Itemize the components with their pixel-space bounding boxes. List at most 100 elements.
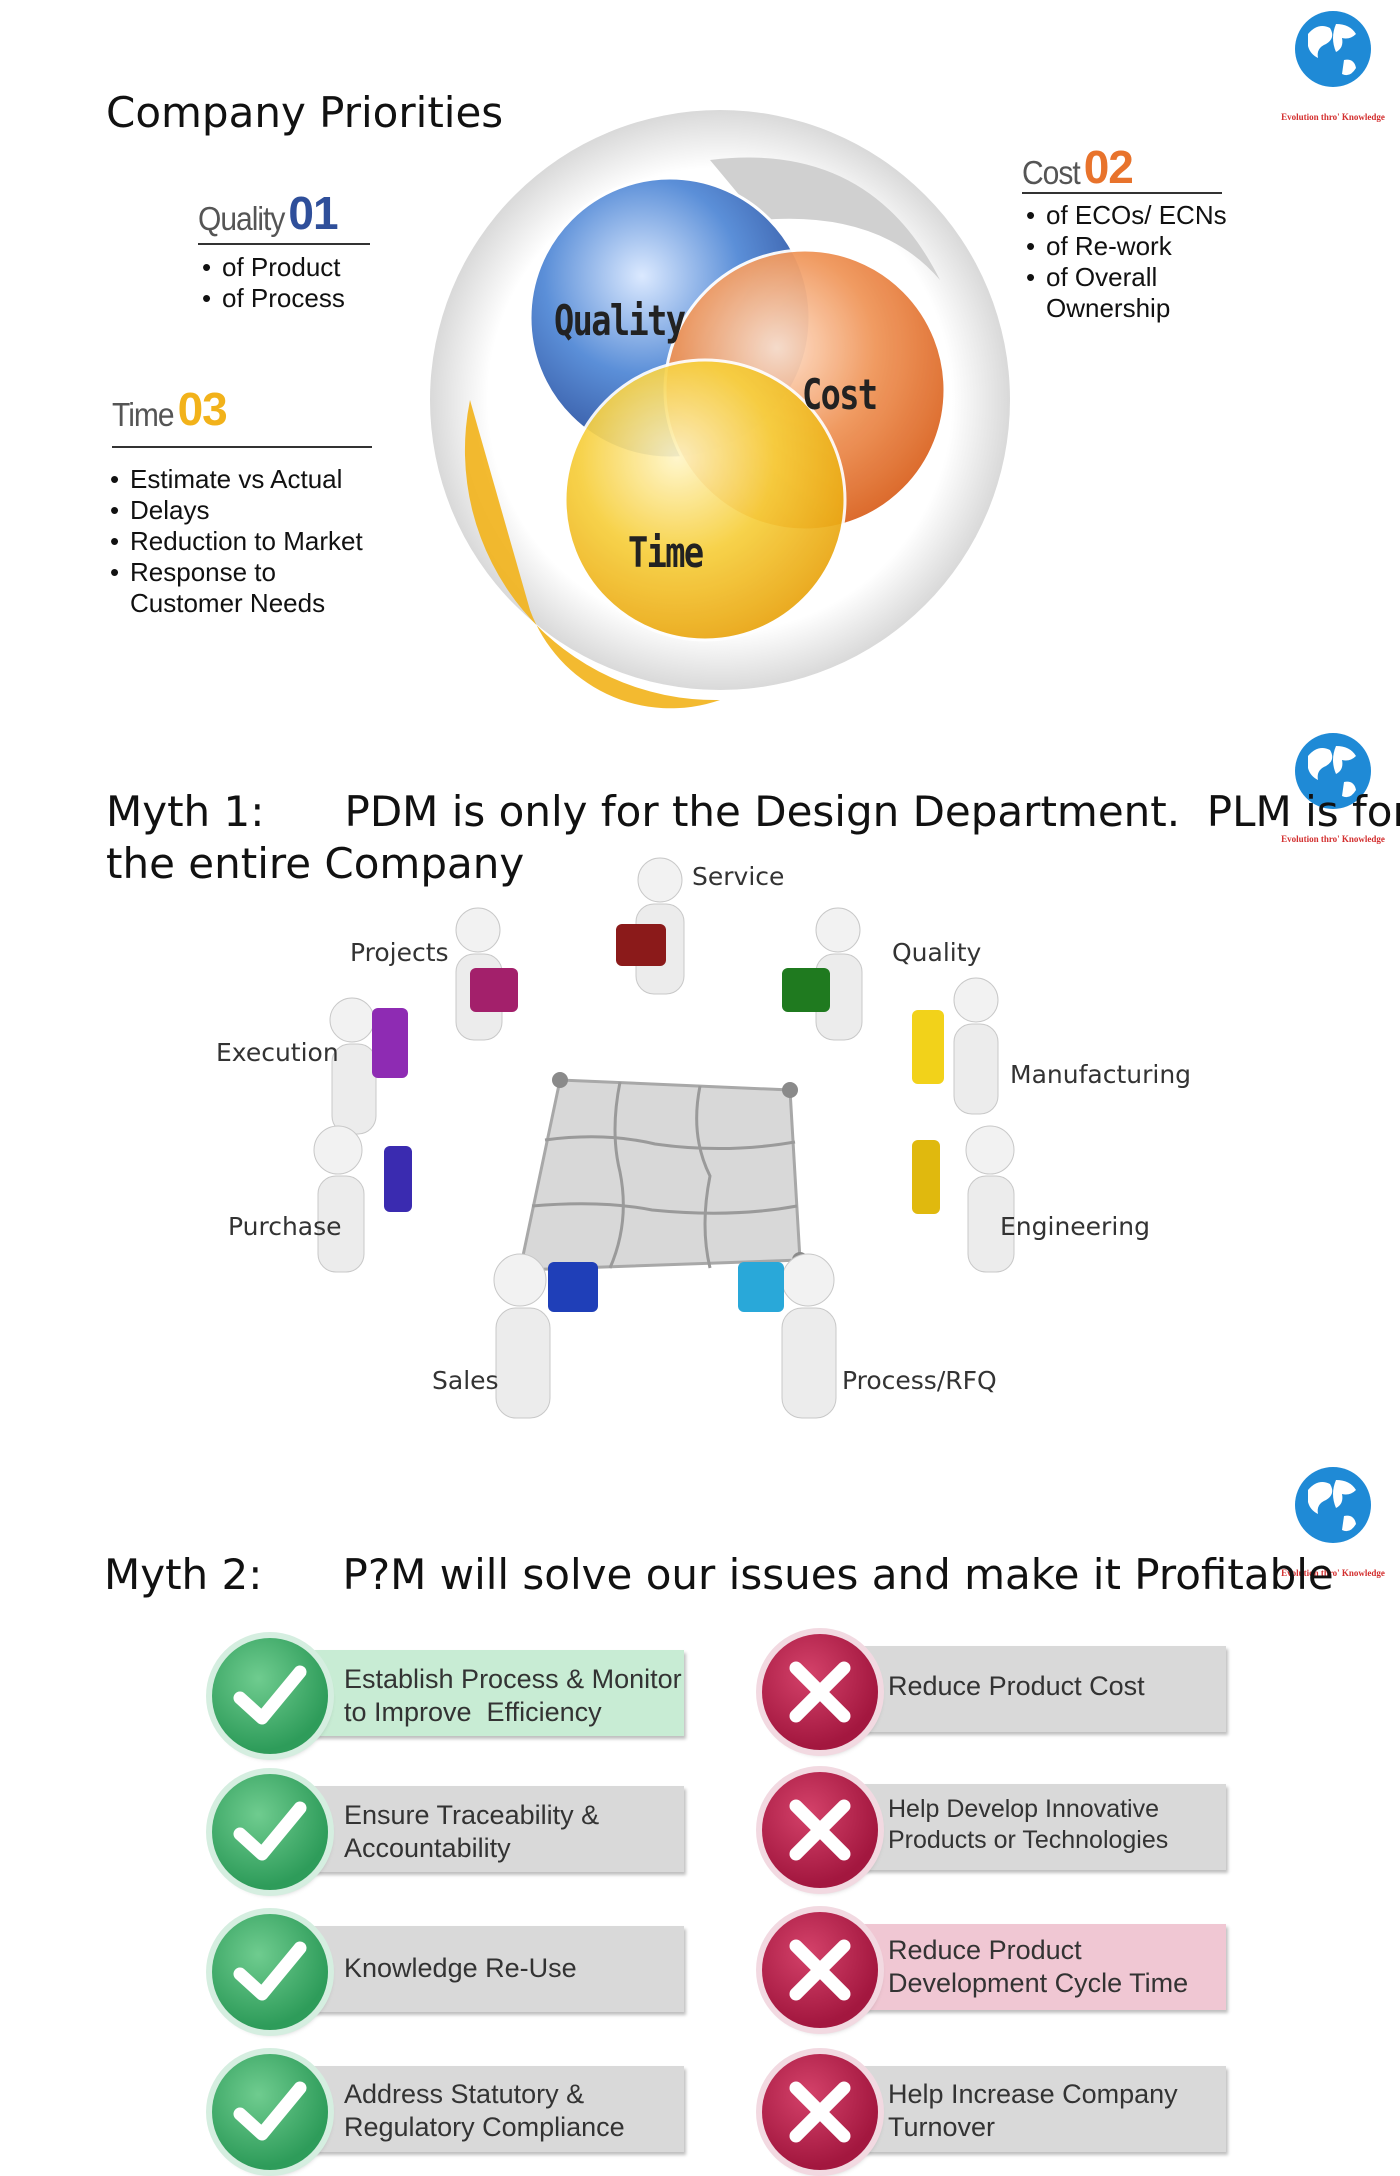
no-row-box bbox=[826, 1924, 1226, 2010]
no-item-2-line2: Products or Technologies bbox=[888, 1826, 1169, 1854]
yes-row-box bbox=[280, 1650, 684, 1736]
cross-icon bbox=[789, 1661, 851, 1723]
myth-2-title: Myth 2: P?M will solve our issues and ma… bbox=[104, 1550, 1334, 1599]
label-sales: Sales bbox=[432, 1366, 499, 1395]
checkmark-icon bbox=[233, 1941, 307, 2001]
figure-engineering bbox=[912, 1125, 1015, 1273]
checkmark-icon bbox=[233, 1801, 307, 1861]
quality-heading-word: Quality bbox=[198, 201, 285, 238]
venn-grey-swoosh bbox=[710, 157, 940, 280]
quality-list: of Product of Process bbox=[200, 252, 345, 314]
cross-circle bbox=[762, 1912, 878, 2028]
cost-heading-number: 02 bbox=[1083, 141, 1134, 193]
figure-execution bbox=[329, 997, 408, 1135]
logo-tagline: Evolution thro' Knowledge bbox=[1281, 834, 1385, 844]
yes-item-3-line1: Knowledge Re-Use bbox=[344, 1953, 577, 1983]
cost-heading-word: Cost bbox=[1022, 155, 1081, 192]
myth-1-title-line1: Myth 1: PDM is only for the Design Depar… bbox=[106, 787, 1400, 836]
figure-sales bbox=[493, 1253, 598, 1419]
yes-item-1-line1: Establish Process & Monitor bbox=[344, 1664, 682, 1694]
venn-time-label: Time bbox=[628, 528, 704, 577]
company-logo: Evolution thro' Knowledge bbox=[1278, 726, 1388, 846]
yes-row-box bbox=[280, 2066, 684, 2152]
yes-row-box bbox=[280, 1926, 684, 2012]
check-circle bbox=[212, 1774, 328, 1890]
cross-circle bbox=[762, 1634, 878, 1750]
label-purchase: Purchase bbox=[228, 1212, 342, 1241]
time-heading-number: 03 bbox=[177, 383, 228, 435]
venn-cost-label: Cost bbox=[802, 370, 878, 419]
puzzle-piece-execution bbox=[372, 1008, 408, 1078]
yes-item-2-line1: Ensure Traceability & bbox=[344, 1800, 600, 1830]
time-heading-word: Time bbox=[112, 397, 175, 434]
no-item-4-line1: Help Increase Company bbox=[888, 2079, 1178, 2109]
slide-myth-2: Evolution thro' Knowledge Myth 2: P?M wi… bbox=[0, 1460, 1400, 2176]
label-process-rfq: Process/RFQ bbox=[842, 1366, 997, 1395]
list-item: Delays bbox=[108, 495, 370, 526]
globe-icon bbox=[1295, 1467, 1371, 1543]
cost-list: of ECOs/ ECNs of Re-work of Overall Owne… bbox=[1024, 200, 1227, 324]
company-logo: Evolution thro' Knowledge bbox=[1278, 4, 1388, 124]
no-row-box bbox=[826, 2066, 1226, 2152]
quality-heading-number: 01 bbox=[288, 187, 338, 239]
venn-quality-label: Quality bbox=[554, 296, 686, 345]
list-item: Response to Customer Needs bbox=[108, 557, 370, 619]
puzzle-piece-projects bbox=[470, 968, 518, 1012]
label-execution: Execution bbox=[216, 1038, 339, 1067]
myth-1-title: Myth 1: PDM is only for the Design Depar… bbox=[106, 786, 1400, 890]
no-row-box bbox=[826, 1646, 1226, 1732]
check-circle bbox=[212, 1914, 328, 2030]
no-item-2-line1: Help Develop Innovative bbox=[888, 1795, 1159, 1823]
slide-myth-1: Evolution thro' Knowledge Myth 1: PDM is… bbox=[0, 720, 1400, 1460]
no-item-1-line1: Reduce Product Cost bbox=[888, 1671, 1145, 1701]
yes-item-4-line2: Regulatory Compliance bbox=[344, 2112, 625, 2142]
cross-icon bbox=[789, 1939, 851, 2001]
puzzle-piece-service bbox=[616, 924, 666, 966]
priorities-venn-diagram bbox=[430, 110, 1010, 709]
no-row-box bbox=[826, 1784, 1226, 1870]
puzzle-piece-purchase bbox=[384, 1146, 412, 1212]
cross-circle bbox=[762, 2054, 878, 2170]
cross-icon bbox=[789, 2081, 851, 2143]
slide-company-priorities: Evolution thro' Knowledge Company Priori… bbox=[0, 0, 1400, 720]
figure-purchase bbox=[313, 1125, 412, 1273]
checkmark-icon bbox=[233, 2081, 307, 2141]
quality-heading: Quality01 bbox=[198, 186, 339, 240]
no-item-3-line2: Development Cycle Time bbox=[888, 1968, 1189, 1998]
globe-icon bbox=[1295, 11, 1371, 87]
time-list: Estimate vs Actual Delays Reduction to M… bbox=[108, 464, 370, 619]
divider bbox=[112, 446, 372, 448]
venn-time-circle bbox=[563, 358, 847, 642]
logo-tagline: Evolution thro' Knowledge bbox=[1281, 1568, 1385, 1578]
cost-heading: Cost02 bbox=[1022, 140, 1134, 194]
yes-item-1-line2: to Improve Efficiency bbox=[344, 1697, 602, 1727]
list-item: of Overall Ownership bbox=[1024, 262, 1196, 324]
divider bbox=[1022, 192, 1222, 194]
yes-item-3: Knowledge Re-Use bbox=[344, 1952, 577, 1985]
puzzle-piece-sales bbox=[548, 1262, 598, 1312]
yes-row-box bbox=[280, 1786, 684, 1872]
divider bbox=[198, 243, 370, 245]
yes-item-4-line1: Address Statutory & bbox=[344, 2079, 585, 2109]
company-logo: Evolution thro' Knowledge bbox=[1278, 1460, 1388, 1580]
no-item-3-line1: Reduce Product bbox=[888, 1935, 1082, 1965]
page-title: Company Priorities bbox=[106, 88, 504, 137]
label-quality: Quality bbox=[892, 938, 982, 967]
list-item: of Process bbox=[200, 283, 345, 314]
list-item: of ECOs/ ECNs bbox=[1024, 200, 1227, 231]
figure-process-rfq bbox=[738, 1253, 837, 1419]
list-item: Estimate vs Actual bbox=[108, 464, 370, 495]
label-service: Service bbox=[692, 862, 785, 891]
cross-icon bbox=[789, 1799, 851, 1861]
figure-manufacturing bbox=[912, 977, 999, 1115]
puzzle-piece-manufacturing bbox=[912, 1010, 944, 1084]
list-item: of Re-work bbox=[1024, 231, 1227, 262]
figure-quality bbox=[782, 907, 863, 1041]
label-projects: Projects bbox=[350, 938, 449, 967]
list-item: of Product bbox=[200, 252, 345, 283]
myth-1-title-line2: the entire Company bbox=[106, 839, 525, 888]
